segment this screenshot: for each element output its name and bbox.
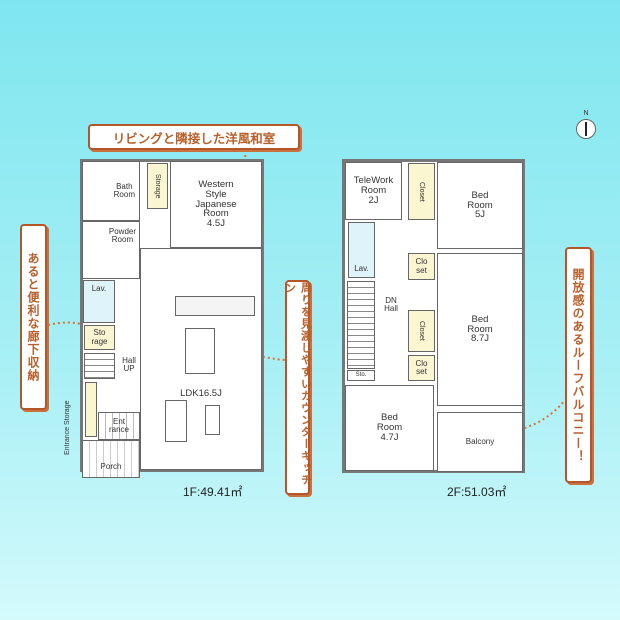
closet-label-2: Closet bbox=[418, 321, 426, 341]
callout-roof-balcony: 開放感のあるルーフバルコニー！ bbox=[565, 247, 592, 483]
stairs-1f bbox=[84, 353, 115, 379]
room-bed-5j: Bed Room 5J bbox=[437, 162, 523, 249]
callout-kitchen-text: 周りを見渡しやすいカウンターキッチン bbox=[283, 282, 312, 486]
room-lav-2f: Lav. bbox=[348, 222, 375, 278]
closet-label: Closet bbox=[418, 181, 426, 202]
storage-1f: Storage bbox=[147, 163, 168, 209]
leader-hall-storage bbox=[47, 321, 85, 326]
porch: Porch bbox=[82, 440, 140, 478]
room-bed-4-7j: Bed Room 4.7J bbox=[345, 385, 434, 471]
hall-2f: DN Hall bbox=[384, 295, 398, 313]
callout-japanese-room-text: リビングと隣接した洋風和室 bbox=[112, 131, 276, 146]
callout-roof-balcony-text: 開放感のあるルーフバルコニー！ bbox=[571, 267, 585, 463]
callout-hall-storage: あると便利な廊下収納 bbox=[20, 224, 47, 410]
storage-label: Storage bbox=[154, 173, 162, 199]
callout-hall-storage-text: あると便利な廊下収納 bbox=[26, 252, 40, 382]
balcony: Balcony bbox=[437, 412, 523, 472]
room-ldk: LDK16.5J bbox=[140, 248, 262, 470]
room-entrance: Ent rance bbox=[98, 412, 140, 440]
callout-japanese-room: リビングと隣接した洋風和室 bbox=[88, 124, 300, 150]
closet-2f-1: Clo set bbox=[408, 253, 435, 280]
room-bed-8-7j: Bed Room 8.7J bbox=[437, 253, 523, 406]
room-western-japanese: Western Style Japanese Room 4.5J bbox=[170, 161, 262, 248]
stairs-2f bbox=[347, 281, 375, 369]
room-lav-1f: Lav. bbox=[83, 280, 115, 323]
coffee-table bbox=[205, 405, 220, 435]
closet-2f-2: Clo set bbox=[408, 355, 435, 381]
storage-2f: Sto. bbox=[347, 370, 375, 381]
callout-kitchen: 周りを見渡しやすいカウンターキッチン bbox=[284, 280, 312, 495]
compass-label: N bbox=[583, 110, 589, 117]
room-bath: Bath Room bbox=[82, 161, 140, 221]
compass-icon bbox=[576, 119, 596, 139]
area-1f: 1F:49.41㎡ bbox=[183, 485, 243, 499]
area-2f: 2F:51.03㎡ bbox=[447, 485, 507, 499]
hall-1f: Hall UP bbox=[122, 355, 136, 373]
entrance-storage bbox=[85, 382, 97, 437]
room-telework: TeleWork Room 2J bbox=[345, 162, 402, 220]
sofa bbox=[165, 400, 187, 442]
dining-table bbox=[185, 328, 215, 374]
room-powder: Powder Room bbox=[82, 221, 140, 279]
entrance-storage-label: Entrance Storage bbox=[64, 400, 71, 455]
hall-storage: Sto rage bbox=[84, 325, 115, 350]
kitchen-counter bbox=[175, 296, 255, 316]
